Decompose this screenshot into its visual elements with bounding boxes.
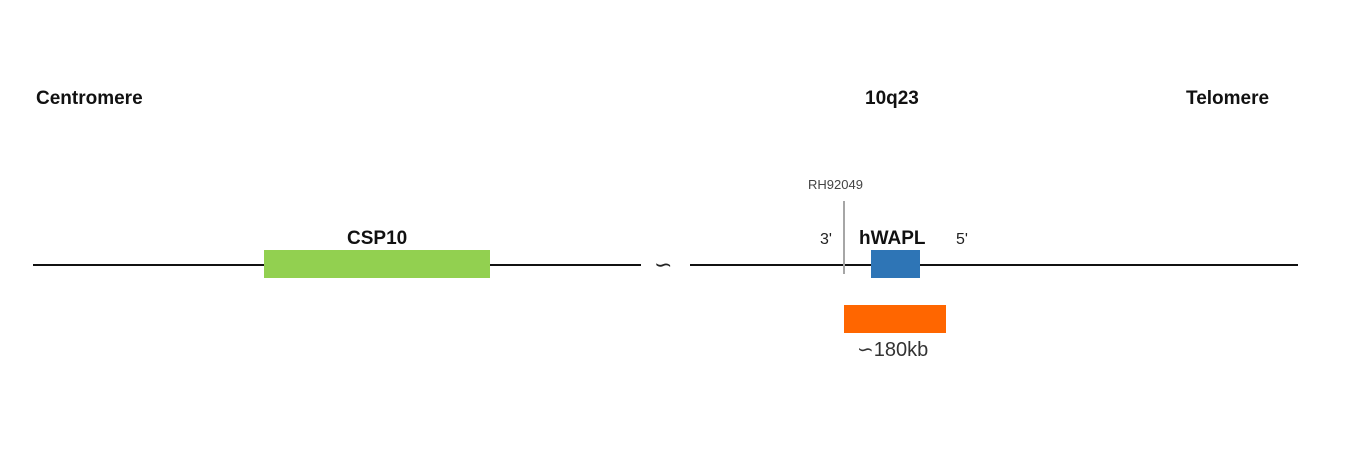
- csp10-label: CSP10: [347, 228, 408, 249]
- break-symbol: ∽: [654, 252, 673, 277]
- five-prime-label: 5': [956, 231, 968, 248]
- three-prime-label: 3': [820, 231, 832, 248]
- marker-label: RH92049: [808, 177, 863, 192]
- centromere-label: Centromere: [36, 88, 143, 109]
- hwapl-label: hWAPL: [859, 228, 926, 249]
- region-label: 10q23: [865, 88, 919, 109]
- hwapl-gene-box: [871, 250, 920, 278]
- deletion-size-label: ∽180kb: [857, 339, 929, 361]
- telomere-label: Telomere: [1186, 88, 1270, 109]
- chromosome-line-right: [690, 264, 1298, 266]
- marker-line: [843, 201, 845, 274]
- deletion-region-bar: [844, 305, 946, 333]
- csp10-gene-box: [264, 250, 490, 278]
